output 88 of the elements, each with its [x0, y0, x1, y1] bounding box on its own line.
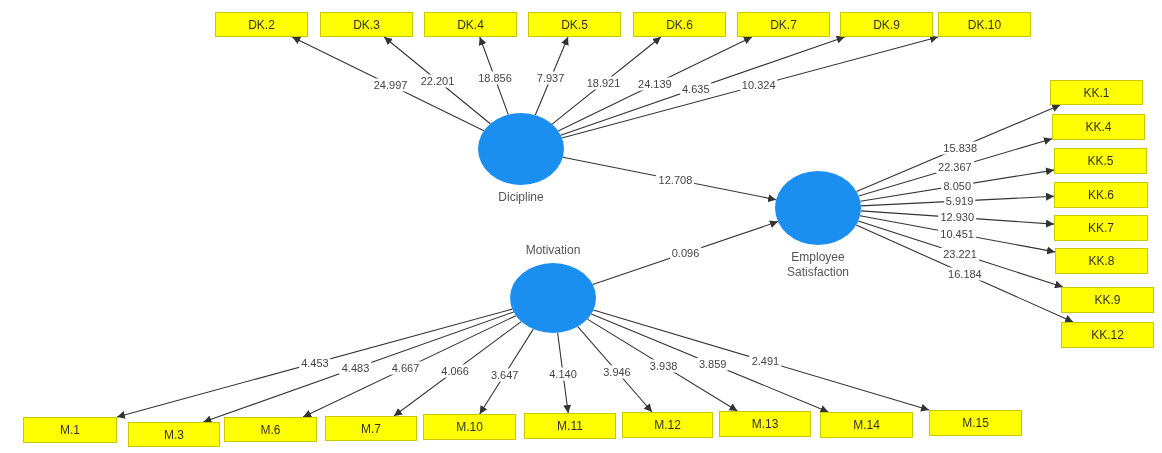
indicator-box [1050, 80, 1143, 105]
indicator-box [528, 12, 621, 37]
indicator-label: M.7 [361, 421, 381, 436]
indicator-box [622, 412, 713, 438]
indicator-box [1052, 114, 1145, 140]
indicator-label: KK.5 [1087, 154, 1114, 168]
indicator-box [423, 414, 516, 440]
indicator-box [325, 416, 417, 441]
edge-label: 4.483 [339, 361, 372, 375]
edge-label: 22.367 [936, 160, 974, 174]
edge-label: 24.139 [636, 77, 674, 91]
indicator-label: M.12 [654, 418, 681, 432]
edge-label: 18.856 [476, 71, 514, 85]
indicator-label: KK.12 [1091, 328, 1124, 342]
edge-label: 4.635 [680, 82, 712, 95]
indicator-label: DK.7 [770, 17, 797, 32]
indicator-label: DK.6 [666, 17, 693, 32]
edge-label: 15.838 [941, 141, 979, 155]
indicator-box [424, 12, 517, 37]
edge-label: 10.324 [739, 78, 778, 92]
indicator-box [215, 12, 308, 37]
edge-label: 10.451 [938, 227, 976, 241]
edge-label: 12.930 [938, 211, 977, 224]
indicator-label: DK.4 [457, 17, 484, 32]
indicator-box [1061, 322, 1154, 348]
indicator-label: KK.4 [1085, 120, 1112, 134]
indicator-label: M.13 [751, 417, 779, 431]
indicator-label: KK.6 [1088, 188, 1114, 202]
edge-label: 0.096 [669, 246, 702, 260]
edge-label: 3.859 [696, 357, 729, 371]
indicator-label: KK.8 [1088, 254, 1115, 268]
indicator-label: KK.1 [1083, 85, 1110, 100]
indicator-box [320, 12, 413, 37]
indicator-label: DK.10 [967, 17, 1002, 32]
indicator-box [23, 417, 117, 443]
indicator-box [1054, 215, 1148, 241]
arrow [592, 309, 930, 412]
edge-label: 2.491 [749, 354, 782, 368]
indicator-label: M.15 [962, 416, 989, 430]
edge-label: 8.050 [941, 179, 973, 193]
indicator-box [719, 411, 811, 437]
indicator-box [737, 12, 830, 37]
construct-label: Employee Satisfaction [785, 250, 850, 280]
indicator-box [929, 410, 1022, 436]
indicator-label: DK.2 [248, 17, 275, 32]
edge-label: 24.997 [371, 78, 410, 92]
arrow [561, 35, 939, 139]
indicator-box [820, 412, 913, 438]
edge-label: 7.937 [534, 71, 567, 85]
edge-label: 23.221 [941, 247, 979, 261]
indicator-box [1054, 148, 1147, 174]
indicator-label: DK.9 [873, 17, 900, 32]
indicator-label: M.14 [853, 418, 880, 432]
arrow [116, 308, 513, 419]
edge-label: 22.201 [418, 74, 457, 88]
indicator-box [224, 417, 317, 442]
edge-label: 12.708 [656, 173, 695, 187]
construct-label: Motivation [525, 243, 581, 258]
edge-label: 4.140 [547, 367, 579, 381]
edge-label: 4.453 [299, 356, 331, 370]
indicator-label: DK.5 [561, 17, 588, 32]
indicator-label: M.1 [60, 423, 80, 437]
indicator-label: DK.3 [353, 17, 380, 32]
arrow [560, 35, 846, 136]
edge-label: 18.921 [584, 76, 623, 90]
edge-label: 4.667 [389, 361, 422, 375]
edge-label: 4.066 [439, 364, 471, 378]
edge-label: 5.919 [943, 194, 976, 208]
indicator-box [524, 413, 616, 439]
indicator-box [1055, 248, 1148, 274]
arrow [202, 311, 515, 424]
indicator-label: M.3 [164, 427, 184, 442]
indicator-label: KK.9 [1094, 293, 1121, 307]
indicator-box [128, 422, 220, 447]
edge-label: 3.946 [601, 365, 633, 379]
edge-label: 16.184 [946, 267, 984, 281]
edge-label: 3.938 [647, 359, 680, 373]
indicator-label: M.10 [456, 420, 483, 434]
indicator-box [1054, 182, 1148, 208]
construct-label: Dicipline [498, 190, 544, 205]
indicator-label: M.11 [557, 419, 583, 433]
edge-label: 3.647 [488, 368, 521, 382]
indicator-label: M.6 [260, 422, 281, 437]
indicator-box [1061, 287, 1154, 313]
indicator-label: KK.7 [1088, 221, 1114, 235]
indicator-box [938, 12, 1031, 37]
indicator-box [633, 12, 726, 37]
indicator-box [840, 12, 933, 37]
